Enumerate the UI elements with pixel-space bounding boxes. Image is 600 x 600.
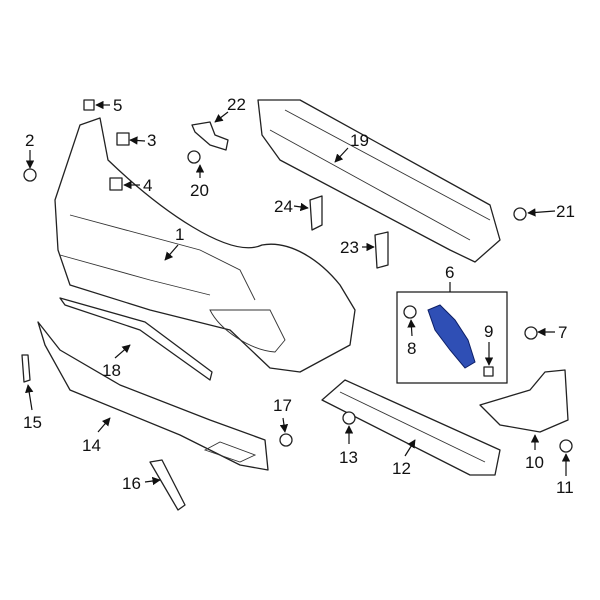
callout-2: 2 — [25, 131, 34, 150]
bracket-24[interactable] — [309, 195, 323, 231]
callout-8: 8 — [407, 339, 416, 358]
callout-21: 21 — [556, 202, 575, 221]
callout-23: 23 — [340, 238, 359, 257]
callout-17: 17 — [273, 396, 292, 415]
callout-12: 12 — [392, 459, 411, 478]
callout-22: 22 — [227, 95, 246, 114]
callout-15: 15 — [23, 413, 42, 432]
callout-9: 9 — [484, 322, 493, 341]
trim-strip[interactable] — [59, 297, 213, 381]
splash-shield[interactable] — [479, 369, 569, 433]
skid-plate[interactable] — [321, 379, 501, 476]
reflector[interactable] — [149, 459, 186, 511]
leader-lines — [25, 100, 571, 486]
callout-13: 13 — [339, 448, 358, 467]
bracket-23[interactable] — [374, 231, 389, 269]
callout-4: 4 — [143, 176, 152, 195]
highlighted-bracket[interactable] — [427, 304, 476, 369]
callout-1: 1 — [175, 225, 184, 244]
callout-11: 11 — [556, 478, 574, 497]
callout-18: 18 — [102, 361, 121, 380]
assembly-6-box — [396, 291, 508, 384]
lower-valance[interactable] — [37, 321, 269, 471]
callout-10: 10 — [525, 453, 544, 472]
fasteners — [21, 99, 573, 453]
bumper-reinforcement[interactable] — [257, 99, 501, 263]
callout-20: 20 — [190, 181, 209, 200]
bracket-22[interactable] — [191, 121, 229, 151]
callout-3: 3 — [147, 131, 156, 150]
callout-24: 24 — [274, 197, 293, 216]
callout-6: 6 — [445, 263, 454, 282]
callout-14: 14 — [82, 436, 101, 455]
callout-19: 19 — [350, 131, 369, 150]
callout-5: 5 — [113, 96, 122, 115]
callout-7: 7 — [558, 323, 567, 342]
callout-16: 16 — [122, 474, 141, 493]
